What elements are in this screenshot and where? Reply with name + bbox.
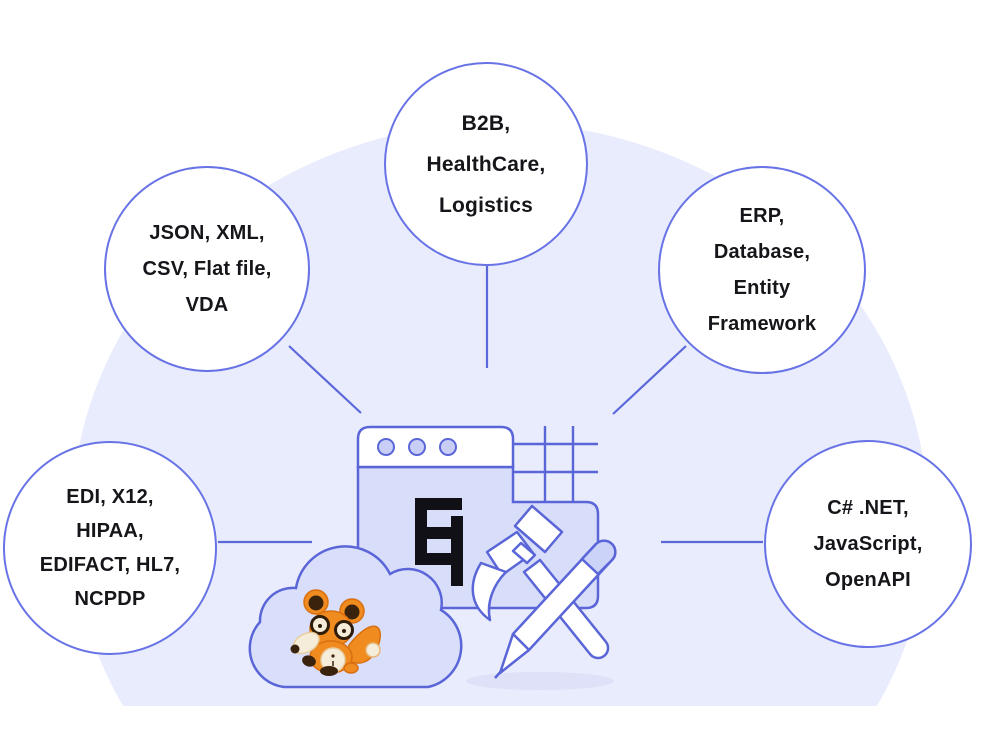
edi-logo-icon bbox=[415, 498, 463, 586]
node-line: EDI, X12, bbox=[66, 486, 154, 508]
window-header bbox=[356, 425, 515, 469]
node-line: JavaScript, bbox=[813, 533, 923, 555]
node-line: Entity bbox=[733, 277, 791, 299]
node-line: Framework bbox=[707, 313, 817, 335]
pencil-tip bbox=[498, 632, 531, 675]
node-line: C# .NET, bbox=[827, 497, 909, 519]
window-dot bbox=[408, 438, 426, 456]
pencil-point bbox=[494, 668, 504, 679]
window-dot bbox=[377, 438, 395, 456]
node-top-text: B2B, HealthCare, Logistics bbox=[427, 103, 546, 226]
node-line: B2B, bbox=[461, 111, 511, 135]
pencil-icon bbox=[494, 539, 617, 679]
node-top-circle: B2B, HealthCare, Logistics bbox=[384, 62, 588, 266]
node-line: Database, bbox=[713, 241, 811, 263]
pencil-eraser bbox=[580, 539, 617, 576]
connector-lines bbox=[218, 266, 763, 544]
node-line: ERP, bbox=[739, 205, 785, 227]
node-line: VDA bbox=[185, 294, 229, 316]
window-dot bbox=[439, 438, 457, 456]
node-upper-left-text: JSON, XML, CSV, Flat file, VDA bbox=[143, 215, 272, 323]
node-left-text: EDI, X12, HIPAA, EDIFACT, HL7, NCPDP bbox=[40, 480, 180, 616]
fox-mascot-icon bbox=[290, 589, 381, 676]
node-upper-right-circle: ERP, Database, Entity Framework bbox=[658, 166, 866, 374]
node-line: Logistics bbox=[439, 193, 533, 217]
node-right-text: C# .NET, JavaScript, OpenAPI bbox=[814, 490, 923, 598]
hammer-claw bbox=[471, 561, 508, 622]
hammer-face bbox=[513, 504, 564, 554]
node-left-circle: EDI, X12, HIPAA, EDIFACT, HL7, NCPDP bbox=[3, 441, 217, 655]
connector-upper-right bbox=[612, 345, 687, 415]
ground-shadow bbox=[466, 672, 614, 690]
hammer-neck bbox=[511, 541, 537, 565]
window-dots bbox=[377, 438, 457, 456]
node-upper-right-text: ERP, Database, Entity Framework bbox=[708, 198, 817, 342]
connector-upper-left bbox=[288, 345, 362, 414]
node-upper-left-circle: JSON, XML, CSV, Flat file, VDA bbox=[104, 166, 310, 372]
node-line: NCPDP bbox=[74, 588, 146, 610]
node-line: HealthCare, bbox=[426, 152, 546, 176]
node-line: EDIFACT, HL7, bbox=[39, 554, 181, 576]
node-line: OpenAPI bbox=[825, 569, 911, 591]
node-line: HIPAA, bbox=[76, 520, 144, 542]
node-line: CSV, Flat file, bbox=[142, 258, 272, 280]
node-line: JSON, XML, bbox=[149, 222, 265, 244]
node-right-circle: C# .NET, JavaScript, OpenAPI bbox=[764, 440, 972, 648]
grid-icon bbox=[513, 426, 598, 503]
